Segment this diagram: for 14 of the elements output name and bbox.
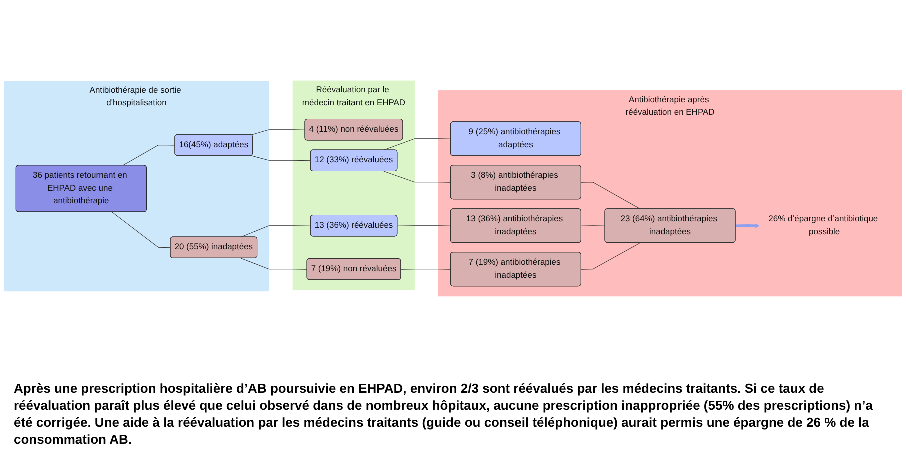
connector (112, 212, 172, 248)
note-text: Après une prescription hospitalière d’AB poursuivie en EHPAD, environ 2/3 sont réévalués par les médecins traitants. Si ce taux de réévaluation paraît plus élevé que celui observé dans de nombreux hôpitaux, aucune prescription inappropriée (55% des prescriptions) n’a été corrigée. Une aide à la réévaluation par les médecins traitants (guide ou conseil téléphonique) aurait permis une épargne de 26 % de la consommation AB. (14, 381, 874, 449)
arrow (736, 224, 760, 228)
connector (384, 171, 452, 183)
connector (122, 144, 176, 166)
connector (581, 242, 641, 270)
connector (400, 269, 452, 270)
connector (240, 226, 312, 238)
connector (581, 182, 641, 210)
connector (384, 138, 452, 151)
connector (251, 130, 306, 136)
connector (240, 258, 308, 270)
node-text: 26% d’épargne d’antibiotique possible (768, 214, 878, 236)
connector (251, 156, 312, 162)
